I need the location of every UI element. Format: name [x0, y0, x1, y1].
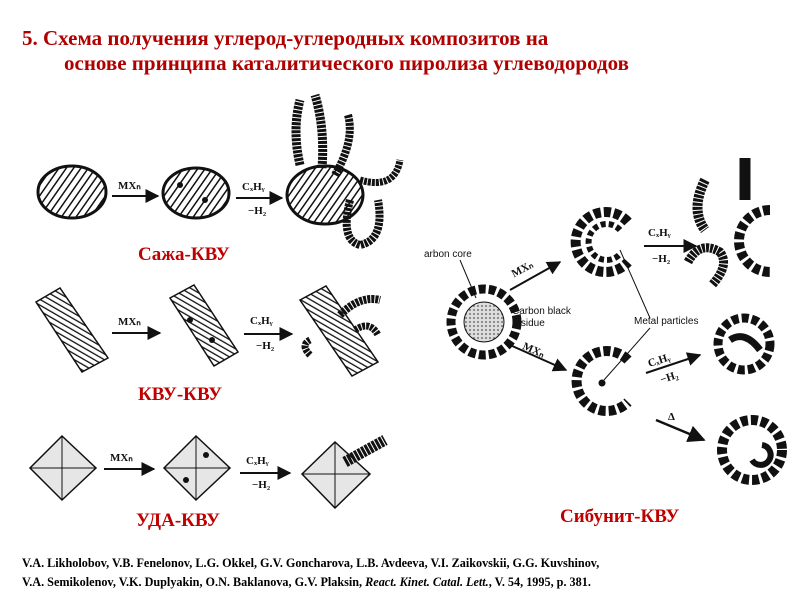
citation-line-1: V.A. Likholobov, V.B. Fenelonov, L.G. Ok…	[22, 556, 600, 570]
soot-composite	[285, 93, 404, 250]
uda-octahedron-1	[28, 434, 98, 502]
uda-composite	[300, 435, 388, 510]
sibunit-granule-lower	[571, 346, 632, 416]
sibunit-composite-upper	[684, 158, 771, 289]
arrow-soot-1: MXₙ	[112, 180, 160, 203]
label-soot-kvu: Сажа-КВУ	[138, 244, 230, 265]
sibunit-composite-lower	[717, 415, 787, 485]
citation-authors: V.A. Semikolenov, V.K. Duplyakin, O.N. B…	[22, 575, 366, 589]
reagent-h2: −H₂	[652, 253, 671, 265]
kvu-composite	[298, 285, 382, 377]
label-kvu-kvu: КВУ-КВУ	[138, 384, 223, 405]
arrow-kvu-2: CₓHᵧ −H₂	[244, 315, 294, 352]
label-uda-kvu: УДА-КВУ	[136, 510, 220, 531]
leader-metal-2	[603, 327, 651, 381]
leader-metal-1	[619, 249, 651, 319]
label-sibunit-kvu: Сибунит-КВУ	[560, 506, 680, 527]
arrow-sibunit-heat: Δ	[655, 411, 706, 443]
soot-particle-1	[36, 164, 108, 220]
reagent-mx: MXₙ	[110, 452, 133, 464]
kvu-fiber-2	[168, 284, 240, 368]
arrow-uda-1: MXₙ	[104, 452, 156, 476]
title-line-2: основе принципа каталитического пиролиза…	[64, 51, 629, 75]
arrow-soot-2: CₓHᵧ −H₂	[236, 181, 284, 217]
reagent-cxhy: CₓHᵧ	[246, 455, 269, 467]
arrow-sibunit-cxhy-down: CₓHᵧ −H₂	[645, 351, 702, 386]
arrow-kvu-1: MXₙ	[112, 316, 162, 340]
sibunit-composite-middle	[713, 313, 775, 375]
reagent-cxhy: CₓHᵧ	[648, 227, 671, 239]
label-carbon-black: Carbon black	[512, 306, 572, 317]
arrow-sibunit-cxhy-up: CₓHᵧ −H₂	[644, 227, 698, 265]
reagent-h2: −H₂	[659, 369, 681, 386]
reagent-delta: Δ	[668, 411, 675, 423]
citation-journal: React. Kinet. Catal. Lett.	[365, 575, 489, 589]
arrow-sibunit-up: MXₙ	[509, 259, 562, 291]
citation: V.A. Likholobov, V.B. Fenelonov, L.G. Ok…	[22, 554, 792, 592]
title-line-1: 5. Схема получения углерод-углеродных ко…	[22, 26, 549, 50]
arrow-uda-2: CₓHᵧ −H₂	[240, 455, 292, 491]
reagent-cxhy: CₓHᵧ	[646, 351, 671, 369]
reagent-mx: MXₙ	[118, 180, 141, 192]
leader-carbon-core	[459, 259, 477, 299]
reagent-h2: −H₂	[248, 205, 267, 217]
soot-particle-2	[161, 166, 231, 220]
label-metal-particles: Metal particles	[634, 316, 698, 327]
reagent-cxhy: CₓHᵧ	[250, 315, 273, 327]
citation-line-2: V.A. Semikolenov, V.K. Duplyakin, O.N. B…	[22, 573, 792, 592]
slide-title: 5. Схема получения углерод-углеродных ко…	[22, 26, 782, 76]
reagent-mx: MXₙ	[118, 316, 141, 328]
reagent-h2: −H₂	[252, 479, 271, 491]
reagent-mx: MXₙ	[521, 340, 547, 360]
reagent-h2: −H₂	[256, 340, 275, 352]
arrow-sibunit-down: MXₙ	[509, 340, 568, 372]
uda-octahedron-2	[162, 434, 232, 502]
kvu-fiber-1	[34, 287, 110, 373]
label-carbon-core: arbon core	[424, 249, 472, 260]
sibunit-granule-initial	[446, 284, 522, 360]
sibunit-granule-upper	[570, 207, 632, 277]
reagent-cxhy: CₓHᵧ	[242, 181, 265, 193]
label-residue: residue	[512, 318, 545, 329]
citation-details: , V. 54, 1995, p. 381.	[488, 575, 591, 589]
